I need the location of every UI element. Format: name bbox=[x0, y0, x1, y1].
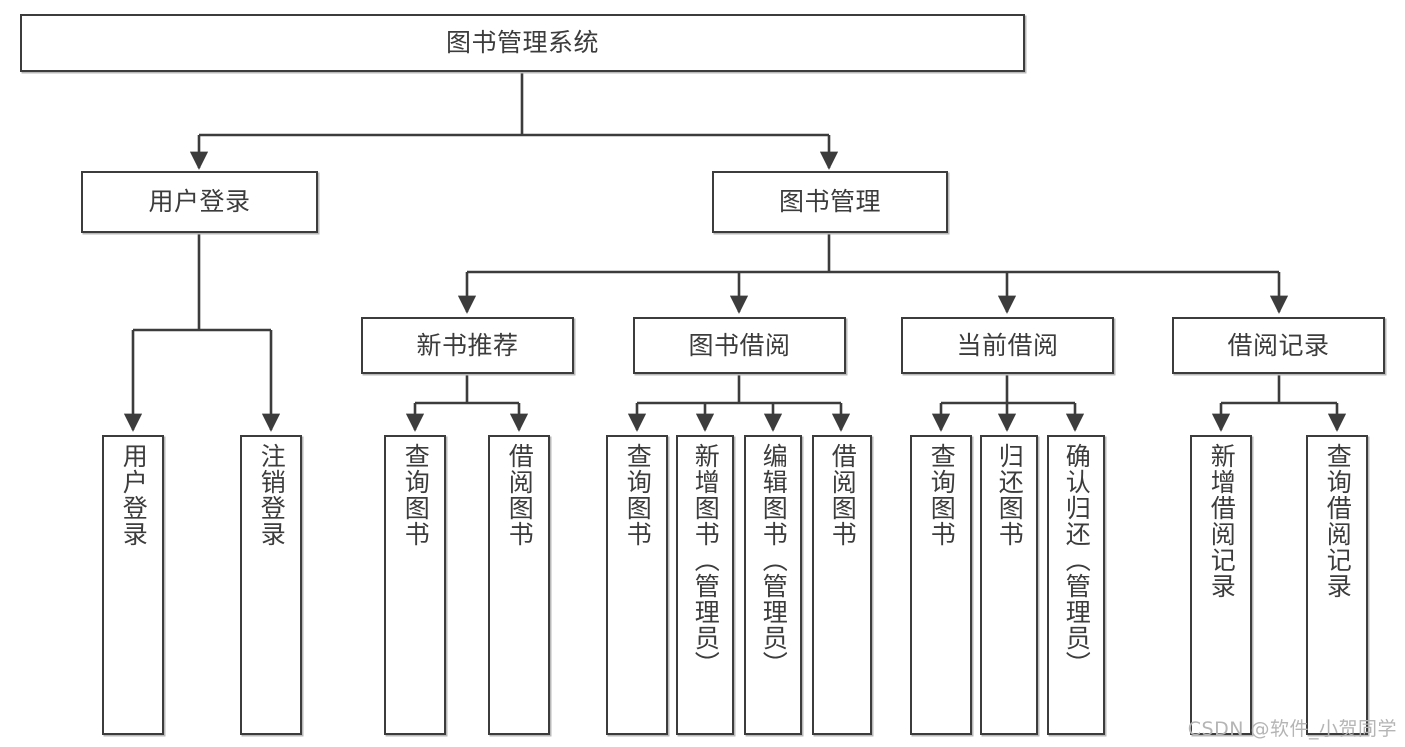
node-label: 查询图书 bbox=[623, 443, 653, 547]
leaf-add-book-admin[interactable]: 新增图书（管理员） bbox=[676, 435, 734, 735]
node-borrow-record[interactable]: 借阅记录 bbox=[1172, 317, 1385, 374]
leaf-query-book-borrow[interactable]: 查询图书 bbox=[606, 435, 668, 735]
node-label: 新书推荐 bbox=[416, 330, 519, 360]
leaf-confirm-return-admin[interactable]: 确认归还（管理员） bbox=[1047, 435, 1105, 735]
node-label: 图书借阅 bbox=[688, 330, 791, 360]
node-label: 查询图书 bbox=[927, 443, 957, 547]
leaf-edit-book-admin[interactable]: 编辑图书（管理员） bbox=[744, 435, 802, 735]
node-book-management[interactable]: 图书管理 bbox=[712, 171, 948, 233]
node-label: 借阅记录 bbox=[1227, 330, 1330, 360]
leaf-logout-login[interactable]: 注销登录 bbox=[240, 435, 302, 735]
leaf-borrow-book[interactable]: 借阅图书 bbox=[812, 435, 872, 735]
node-label: 用户登录 bbox=[148, 187, 251, 217]
node-user-login[interactable]: 用户登录 bbox=[81, 171, 318, 233]
node-label: 借阅图书 bbox=[828, 443, 858, 547]
node-book-borrow[interactable]: 图书借阅 bbox=[633, 317, 846, 374]
leaf-add-borrow-record[interactable]: 新增借阅记录 bbox=[1190, 435, 1252, 735]
node-current-borrow[interactable]: 当前借阅 bbox=[901, 317, 1114, 374]
leaf-query-borrow-record[interactable]: 查询借阅记录 bbox=[1306, 435, 1368, 735]
node-label: 图书管理系统 bbox=[445, 28, 599, 58]
leaf-user-login[interactable]: 用户登录 bbox=[102, 435, 164, 735]
node-label: 新增图书（管理员） bbox=[691, 443, 721, 677]
node-label: 查询图书 bbox=[401, 443, 431, 547]
node-label: 用户登录 bbox=[119, 443, 149, 547]
node-label: 归还图书 bbox=[995, 443, 1025, 547]
node-label: 注销登录 bbox=[257, 443, 287, 547]
node-label: 编辑图书（管理员） bbox=[759, 443, 789, 677]
leaf-borrow-book-recommend[interactable]: 借阅图书 bbox=[488, 435, 550, 735]
leaf-query-book-recommend[interactable]: 查询图书 bbox=[384, 435, 446, 735]
node-label: 查询借阅记录 bbox=[1323, 443, 1353, 599]
node-label: 当前借阅 bbox=[956, 330, 1059, 360]
leaf-query-book-current[interactable]: 查询图书 bbox=[910, 435, 972, 735]
node-label: 借阅图书 bbox=[505, 443, 535, 547]
node-label: 确认归还（管理员） bbox=[1062, 443, 1092, 677]
node-new-book-recommend[interactable]: 新书推荐 bbox=[361, 317, 574, 374]
csdn-watermark: CSDN @软件_小贺同学 bbox=[1187, 718, 1397, 740]
node-root-book-management-system[interactable]: 图书管理系统 bbox=[20, 14, 1025, 72]
node-label: 新增借阅记录 bbox=[1207, 443, 1237, 599]
leaf-return-book[interactable]: 归还图书 bbox=[980, 435, 1038, 735]
node-label: 图书管理 bbox=[778, 187, 881, 217]
